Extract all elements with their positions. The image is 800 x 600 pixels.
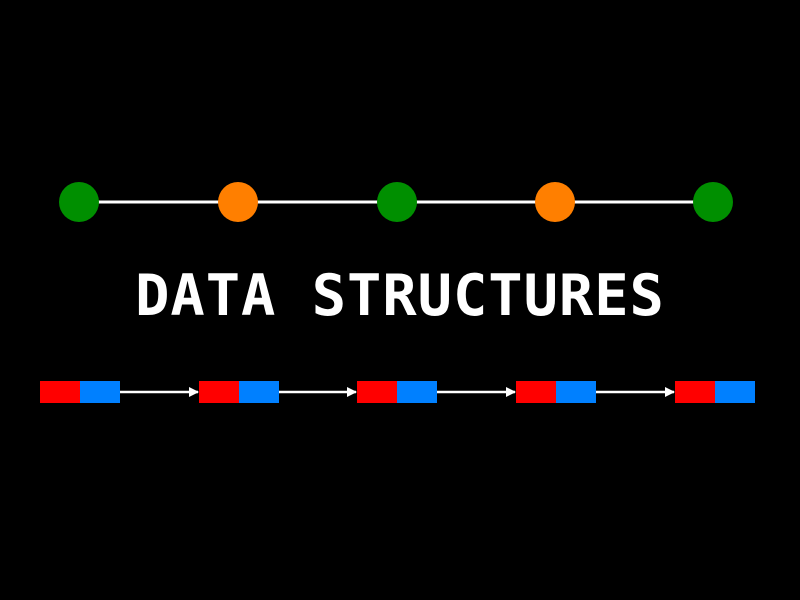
list-node-data-cell (199, 381, 239, 403)
list-node-data-cell (40, 381, 80, 403)
chain-node-green (693, 182, 733, 222)
list-node (40, 381, 120, 403)
chain-node-orange (535, 182, 575, 222)
list-node-pointer-cell (556, 381, 596, 403)
list-node (675, 381, 755, 403)
node-chain (59, 182, 733, 222)
chain-node-orange (218, 182, 258, 222)
chain-node-green (377, 182, 417, 222)
chain-node-green (59, 182, 99, 222)
list-node-pointer-cell (80, 381, 120, 403)
list-node (199, 381, 279, 403)
list-node (357, 381, 437, 403)
list-node-pointer-cell (397, 381, 437, 403)
list-node-pointer-cell (239, 381, 279, 403)
page-title: DATA STRUCTURES (135, 263, 665, 329)
list-node-data-cell (357, 381, 397, 403)
list-node (516, 381, 596, 403)
linked-list (40, 381, 755, 403)
list-node-data-cell (675, 381, 715, 403)
list-node-pointer-cell (715, 381, 755, 403)
list-node-data-cell (516, 381, 556, 403)
